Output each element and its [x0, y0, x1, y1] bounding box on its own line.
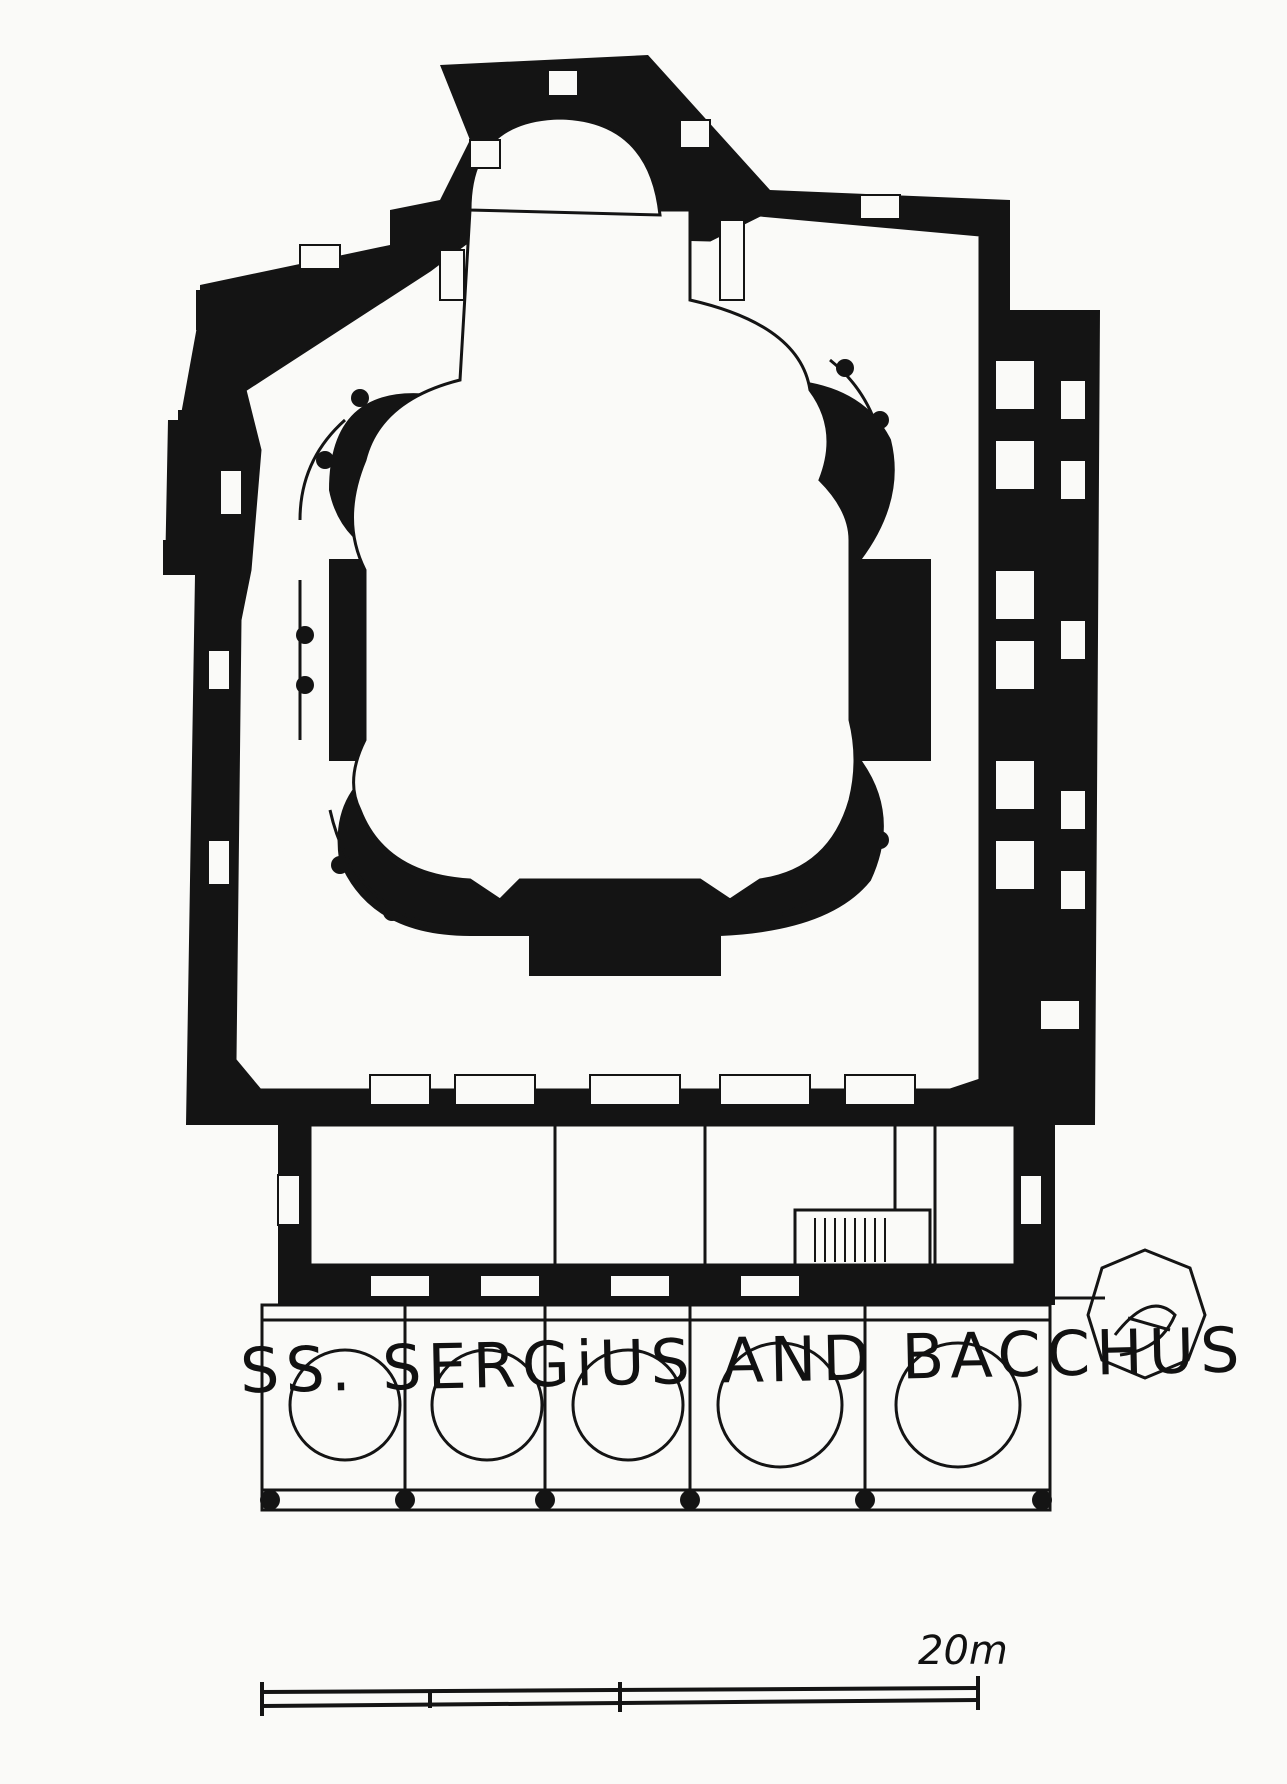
naos [328, 116, 931, 976]
column [855, 1490, 875, 1510]
window [479, 1274, 541, 1298]
column [871, 831, 889, 849]
doorway [719, 1074, 811, 1106]
column [1032, 1490, 1052, 1510]
column [331, 856, 349, 874]
doorway [589, 1074, 681, 1106]
window [1059, 379, 1087, 421]
window [1019, 1174, 1043, 1226]
column [680, 1490, 700, 1510]
column [383, 903, 401, 921]
window [994, 839, 1036, 891]
window [739, 1274, 801, 1298]
column [535, 1490, 555, 1510]
column [836, 359, 854, 377]
doorway [844, 1074, 916, 1106]
portico-dome [894, 1341, 1022, 1469]
narthex-windows [369, 1274, 801, 1298]
buttress [178, 410, 208, 460]
window [299, 244, 341, 270]
window [439, 249, 465, 301]
portico-dome [571, 1348, 685, 1462]
column [896, 601, 914, 619]
scale-label: 20m [918, 1628, 1008, 1674]
window [859, 194, 901, 220]
window [994, 639, 1036, 691]
column [395, 1490, 415, 1510]
window [994, 359, 1036, 411]
column [260, 1490, 280, 1510]
column [571, 939, 589, 957]
colonnade-sw [328, 809, 431, 927]
windows [207, 69, 1087, 1226]
window [1039, 999, 1081, 1031]
doorway [369, 1074, 431, 1106]
stair-treads [814, 1218, 886, 1262]
portico-dome [288, 1348, 402, 1462]
window [719, 219, 745, 301]
column [896, 651, 914, 669]
colonnade-nw [298, 418, 346, 521]
column [296, 626, 314, 644]
buttress [163, 540, 203, 575]
portico [260, 1303, 1052, 1512]
window [1059, 789, 1087, 831]
portico-dome [716, 1341, 844, 1469]
stair [793, 1208, 932, 1267]
south-doorways [369, 1074, 916, 1106]
window [679, 119, 711, 149]
naos-floor [351, 208, 857, 902]
column [639, 936, 657, 954]
column [829, 881, 847, 899]
window [469, 139, 501, 169]
columns [296, 359, 914, 957]
colonnades [298, 358, 922, 947]
portico-outline [260, 1303, 1052, 1512]
portico-columns [260, 1490, 1052, 1510]
window [1059, 459, 1087, 501]
scale-bar [260, 1676, 980, 1716]
window [207, 839, 231, 886]
narthex [308, 1123, 1017, 1267]
buttress [196, 290, 236, 330]
column [296, 676, 314, 694]
window [609, 1274, 671, 1298]
window [1059, 869, 1087, 911]
window [219, 469, 243, 516]
window [1059, 619, 1087, 661]
window [207, 649, 231, 691]
column [351, 389, 369, 407]
window [547, 69, 579, 97]
column [871, 411, 889, 429]
window [994, 439, 1036, 491]
window [277, 1174, 301, 1226]
column [316, 451, 334, 469]
doorway [454, 1074, 536, 1106]
portico-dome [430, 1348, 544, 1462]
window [994, 569, 1036, 621]
window [994, 759, 1036, 811]
window [369, 1274, 431, 1298]
stair-tower [1050, 1248, 1207, 1380]
colonnade-se [779, 819, 872, 917]
